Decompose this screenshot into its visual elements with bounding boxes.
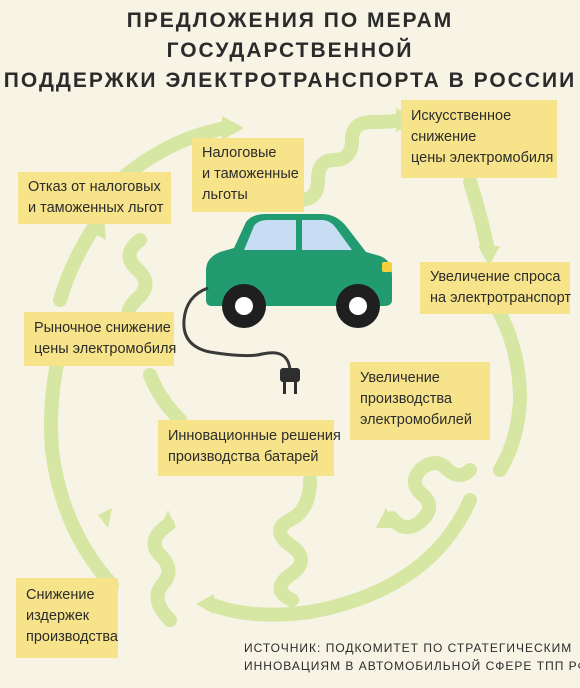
step-tax-benefits-line-1: Налоговые xyxy=(202,145,277,161)
step-production-growth-line-3: электромобилей xyxy=(360,412,472,428)
step-cost-reduction-line-3: производства xyxy=(26,629,118,645)
step-market-price-cut-line-1: Рыночное снижение xyxy=(34,320,171,336)
step-battery-innovation-line-2: производства батарей xyxy=(168,449,319,465)
charging-plug-icon xyxy=(182,286,300,394)
title-line-1: ПРЕДЛОЖЕНИЯ ПО МЕРАМ ГОСУДАРСТВЕННОЙ xyxy=(126,9,454,62)
step-production-growth: Увеличение производства электромобилей xyxy=(350,362,490,440)
step-artificial-price-cut-line-2: снижение xyxy=(411,129,477,145)
arrow-icon xyxy=(478,246,500,266)
arrow-icon xyxy=(196,594,214,614)
step-production-growth-line-1: Увеличение xyxy=(360,370,440,386)
step-tax-benefits-line-2: и таможенные xyxy=(202,166,299,182)
step-cost-reduction-line-1: Снижение xyxy=(26,587,95,603)
step-cost-reduction-line-2: издержек xyxy=(26,608,90,624)
step-market-price-cut: Рыночное снижение цены электромобиля xyxy=(24,312,177,366)
step-tax-benefits: Налоговые и таможенные льготы xyxy=(192,138,304,212)
step-cost-reduction: Снижение издержек производства xyxy=(16,578,118,658)
step-demand-growth: Увеличение спроса на электротранспорт xyxy=(420,262,571,314)
step-artificial-price-cut-line-3: цены электромобиля xyxy=(411,150,554,166)
step-battery-innovation-line-1: Инновационные решения xyxy=(168,428,341,444)
step-artificial-price-cut: Искусственное снижение цены электромобил… xyxy=(401,100,557,178)
step-tax-refusal-line-1: Отказ от налоговых xyxy=(28,179,161,195)
step-tax-refusal-line-2: и таможенных льгот xyxy=(28,200,164,216)
step-tax-refusal: Отказ от налоговых и таможенных льгот xyxy=(18,172,171,224)
arrow-icon xyxy=(160,510,176,528)
step-demand-growth-line-1: Увеличение спроса xyxy=(430,269,561,285)
title-line-2: ПОДДЕРЖКИ ЭЛЕКТРОТРАНСПОРТА В РОССИИ xyxy=(3,69,577,92)
page-title: ПРЕДЛОЖЕНИЯ ПО МЕРАМ ГОСУДАРСТВЕННОЙ ПОД… xyxy=(0,6,580,96)
step-demand-growth-line-2: на электротранспорт xyxy=(430,290,571,306)
cycle-path xyxy=(44,113,527,627)
step-market-price-cut-line-2: цены электромобиля xyxy=(34,341,177,357)
source-note: ИСТОЧНИК: ПОДКОМИТЕТ ПО СТРАТЕГИЧЕСКИМ И… xyxy=(244,639,580,675)
arrow-icon xyxy=(98,508,112,528)
step-tax-benefits-line-3: льготы xyxy=(202,187,248,203)
arrow-icon xyxy=(222,116,244,140)
step-battery-innovation: Инновационные решения производства батар… xyxy=(158,420,341,476)
source-line-2: ИННОВАЦИЯМ В АВТОМОБИЛЬНОЙ СФЕРЕ ТПП РФ xyxy=(244,659,580,673)
source-line-1: ИСТОЧНИК: ПОДКОМИТЕТ ПО СТРАТЕГИЧЕСКИМ xyxy=(244,641,573,655)
step-artificial-price-cut-line-1: Искусственное xyxy=(411,108,512,124)
electric-car-icon xyxy=(206,214,392,328)
step-production-growth-line-2: производства xyxy=(360,391,452,407)
arrow-icon xyxy=(376,508,396,528)
